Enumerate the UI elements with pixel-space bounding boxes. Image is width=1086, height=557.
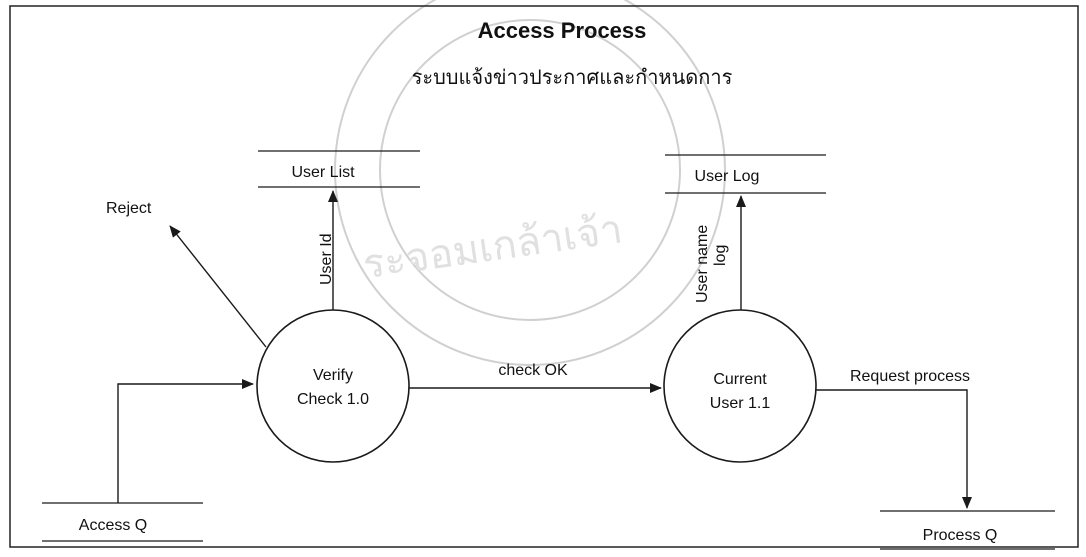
store-user-list: User List <box>258 150 420 188</box>
process-verify-line2: Check 1.0 <box>297 391 369 408</box>
process-current-user-line2: User 1.1 <box>710 395 771 412</box>
store-process-q-label: Process Q <box>923 527 998 544</box>
watermark-text: ระจอมเกล้าเจ้า <box>360 206 625 288</box>
flow-user-name-label: User name <box>694 225 711 303</box>
flow-reject-label: Reject <box>106 200 152 217</box>
process-verify-circle <box>256 309 410 463</box>
flow-log-label: log <box>712 245 729 266</box>
process-current-user-line1: Current <box>713 371 767 388</box>
flow-request-process-label: Request process <box>850 368 970 385</box>
flow-access-to-verify <box>117 379 254 503</box>
store-access-q: Access Q <box>42 502 203 542</box>
process-current-user-circle <box>663 309 817 463</box>
diagram-border <box>9 5 1079 548</box>
store-process-q: Process Q <box>880 510 1055 550</box>
store-user-log: User Log <box>665 154 826 194</box>
store-access-q-label: Access Q <box>79 517 147 534</box>
process-verify-line1: Verify <box>313 367 353 384</box>
flow-reject-arrow <box>169 225 267 348</box>
flow-request-process-arrow <box>815 389 972 509</box>
process-current-user: Current User 1.1 <box>663 309 817 463</box>
store-user-list-label: User List <box>291 164 355 181</box>
flow-user-id-label: User Id <box>318 233 335 285</box>
flow-check-ok-label: check OK <box>498 362 568 379</box>
store-user-log-label: User Log <box>695 168 760 185</box>
watermark-seal: ระจอมเกล้าเจ้า <box>334 0 726 366</box>
diagram-subtitle: ระบบแจ้งข่าวประกาศและกำหนดการ <box>412 67 733 89</box>
process-verify-check: Verify Check 1.0 <box>256 309 410 463</box>
diagram-title: Access Process <box>478 18 647 43</box>
